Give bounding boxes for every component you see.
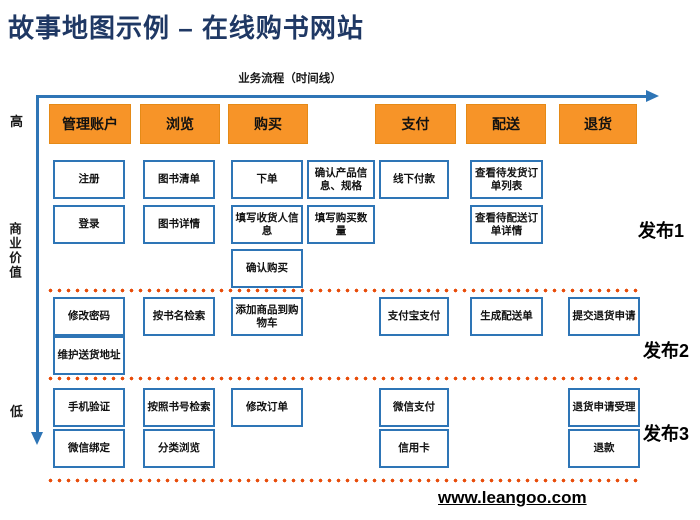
leangoo-website-link[interactable]: www.leangoo.com — [438, 488, 587, 507]
timeline-axis-line — [37, 95, 648, 98]
story-card: 注册 — [53, 160, 125, 199]
story-card: 查看待发货订单列表 — [470, 160, 543, 199]
activity-header-delivery: 配送 — [466, 104, 546, 144]
story-card: 生成配送单 — [470, 297, 543, 336]
story-card: 确认产品信息、规格 — [307, 160, 375, 199]
story-card: 图书清单 — [143, 160, 215, 199]
page-title: 故事地图示例 – 在线购书网站 — [8, 13, 364, 43]
story-card: 支付宝支付 — [379, 297, 449, 336]
story-card: 分类浏览 — [143, 429, 215, 468]
story-card: 确认购买 — [231, 249, 303, 288]
story-card: 填写收货人信息 — [231, 205, 303, 244]
release-label-2: 发布2 — [643, 341, 690, 361]
activity-header-manage-account: 管理账户 — [49, 104, 131, 144]
timeline-arrowhead-icon — [646, 90, 659, 102]
story-card: 修改密码 — [53, 297, 125, 336]
story-card: 退货申请受理 — [568, 388, 640, 427]
story-card: 登录 — [53, 205, 125, 244]
story-card: 微信支付 — [379, 388, 449, 427]
activity-header-pay: 支付 — [375, 104, 456, 144]
story-card: 信用卡 — [379, 429, 449, 468]
activity-header-browse: 浏览 — [140, 104, 220, 144]
story-card: 退款 — [568, 429, 640, 468]
value-axis-low-label: 低 — [10, 404, 24, 419]
story-card: 按书名检索 — [143, 297, 215, 336]
value-axis-title: 商业价值 — [7, 222, 21, 280]
story-card: 维护送货地址 — [53, 336, 125, 375]
release-label-1: 发布1 — [638, 221, 685, 241]
value-axis-high-label: 高 — [10, 114, 24, 129]
value-axis-line — [36, 95, 39, 432]
story-card: 查看待配送订单详情 — [470, 205, 543, 244]
story-card: 微信绑定 — [53, 429, 125, 468]
activity-header-returns: 退货 — [559, 104, 637, 144]
timeline-axis-label: 业务流程（时间线） — [238, 73, 342, 85]
story-card: 按照书号检索 — [143, 388, 215, 427]
story-card: 线下付款 — [379, 160, 449, 199]
story-card: 图书详情 — [143, 205, 215, 244]
story-card: 下单 — [231, 160, 303, 199]
story-card: 添加商品到购物车 — [231, 297, 303, 336]
story-card: 手机验证 — [53, 388, 125, 427]
story-card: 修改订单 — [231, 388, 303, 427]
story-card: 填写购买数量 — [307, 205, 375, 244]
release-label-3: 发布3 — [643, 424, 690, 444]
activity-header-buy: 购买 — [228, 104, 308, 144]
release-divider-1 — [46, 288, 638, 293]
release-divider-2 — [46, 376, 638, 381]
story-card: 提交退货申请 — [568, 297, 640, 336]
release-divider-3 — [46, 478, 638, 483]
value-axis-arrowhead-icon — [31, 432, 43, 445]
